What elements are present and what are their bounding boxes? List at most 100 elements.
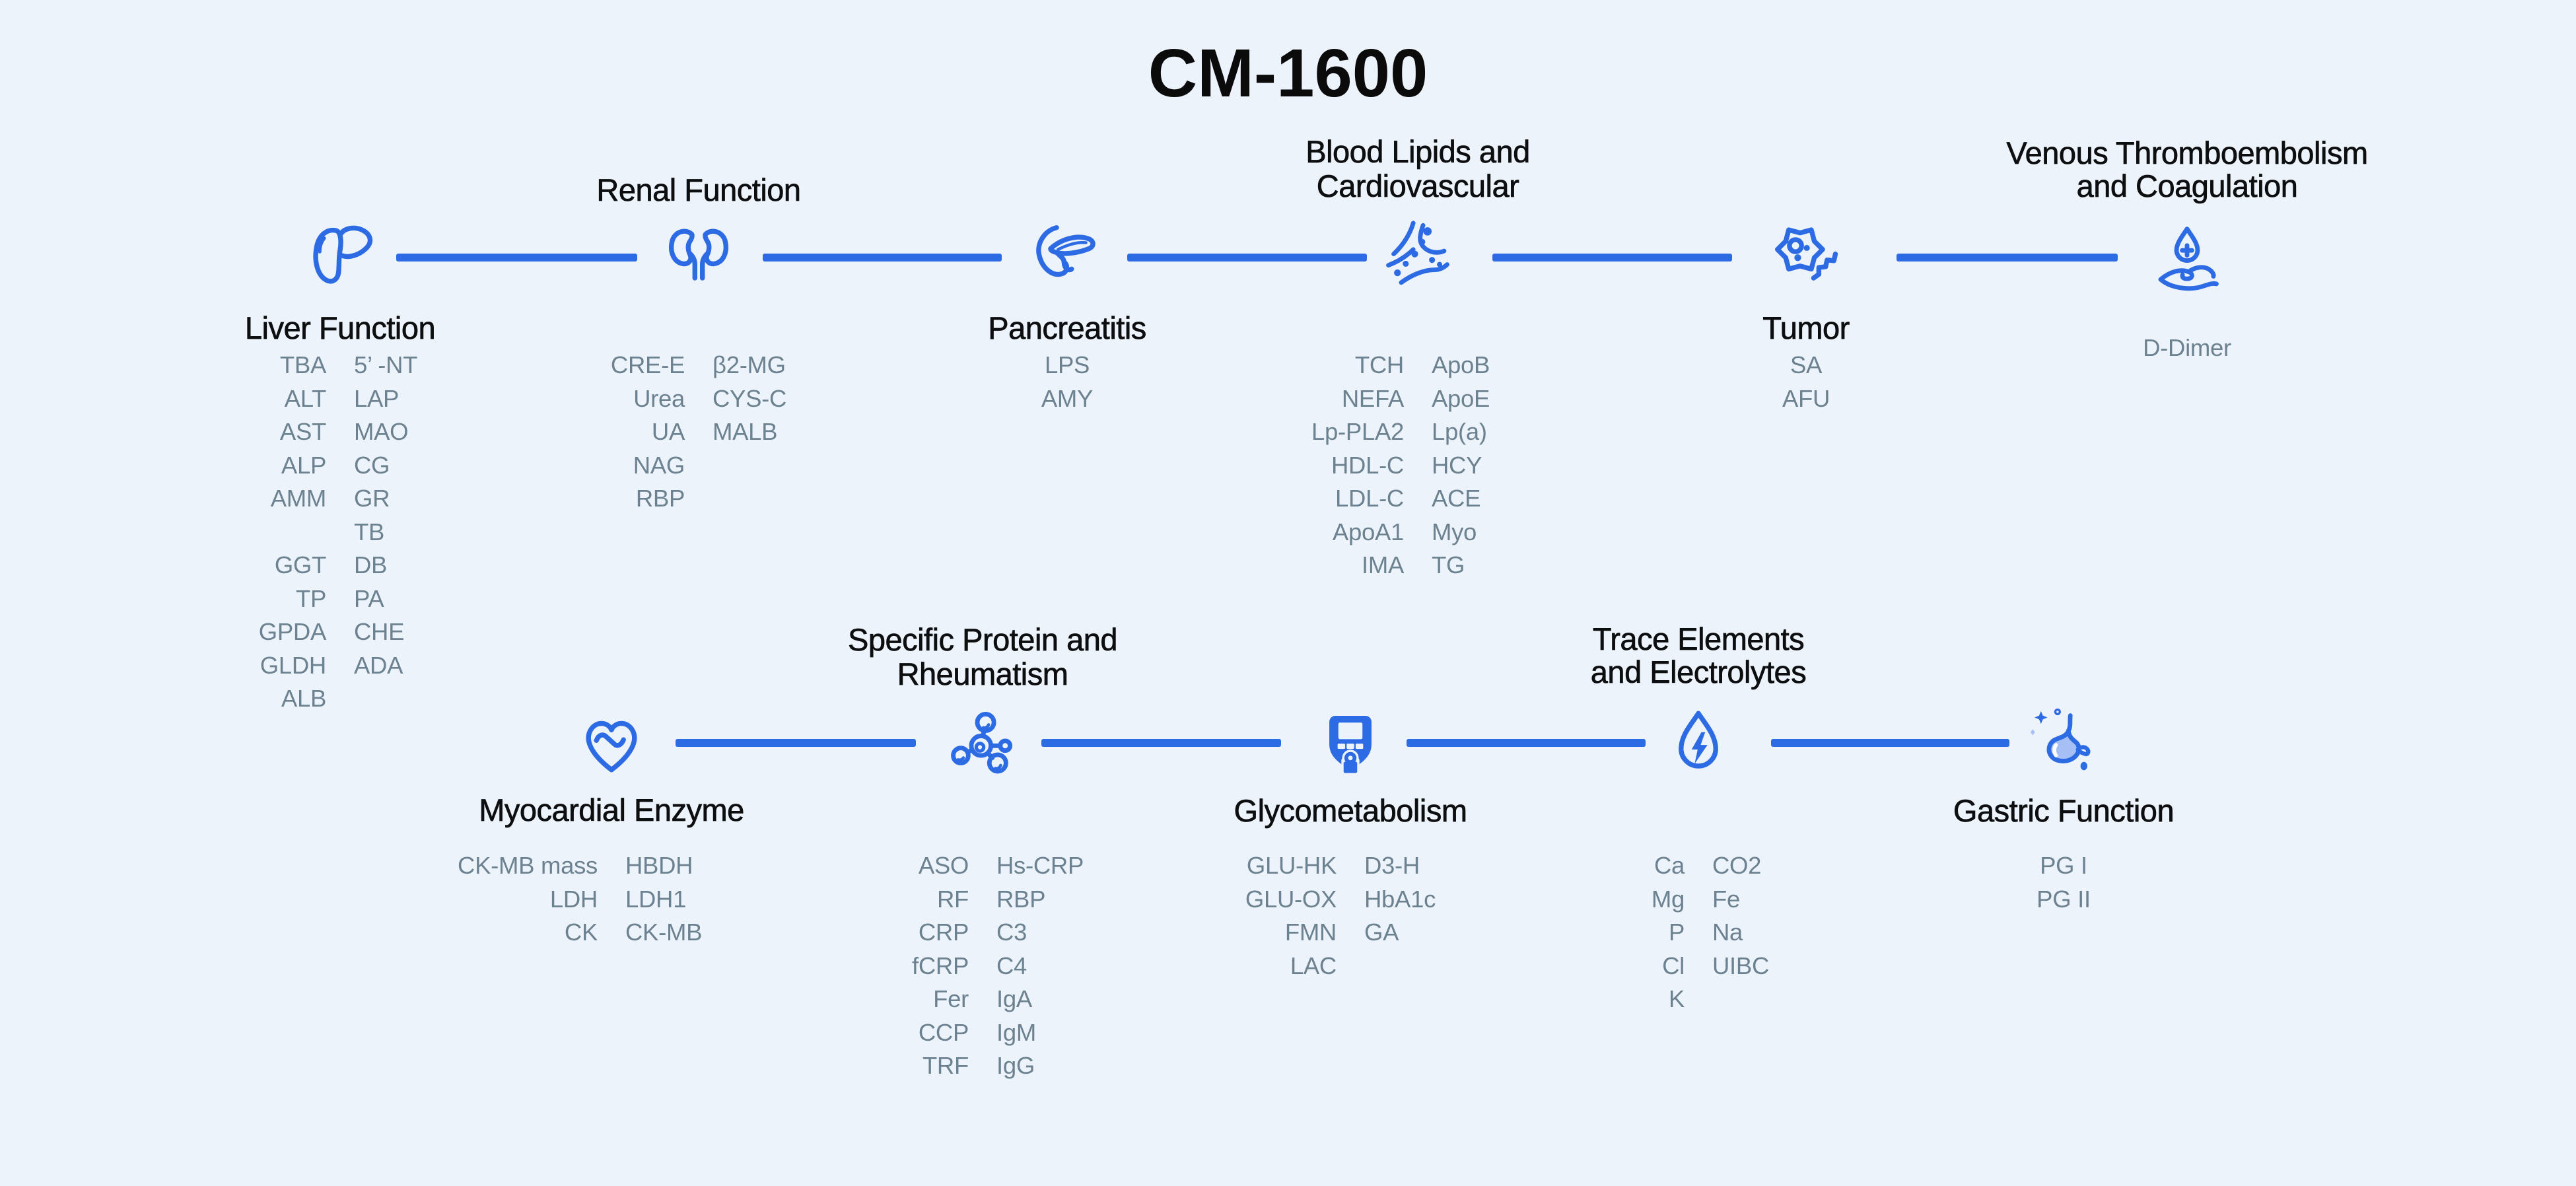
test-row: AST MAO <box>122 415 559 449</box>
heart-pulse-icon <box>571 703 652 785</box>
test-item: LDL-C <box>1335 485 1404 512</box>
test-item: HBDH <box>625 852 693 879</box>
test-item: CYS-C <box>713 384 787 412</box>
test-item: GLU-HK <box>1246 852 1337 879</box>
test-item: IgG <box>996 1052 1035 1079</box>
test-item: Fe <box>1712 885 1740 913</box>
test-item: Lp-PLA2 <box>1311 418 1404 445</box>
test-item: TG <box>1432 551 1465 578</box>
test-item: TB <box>354 518 385 545</box>
test-item: AST <box>279 418 326 445</box>
page-title: CM-1600 <box>1148 35 1428 111</box>
test-item: HbA1c <box>1364 885 1436 913</box>
test-item: GPDA <box>258 618 327 645</box>
test-row: CK-MB mass HBDH <box>393 849 830 883</box>
test-row: K <box>1480 983 1917 1016</box>
test-item: Mg <box>1651 885 1685 913</box>
test-item: LAC <box>1290 952 1337 979</box>
test-row: LPS <box>849 349 1285 382</box>
test-item: AMY <box>1041 384 1094 412</box>
test-row: CCP IgM <box>764 1016 1201 1049</box>
test-row: CK CK-MB <box>393 916 830 950</box>
test-item: TBA <box>279 351 326 378</box>
test-item: CK-MB mass <box>458 852 598 879</box>
connector-line <box>1897 254 2118 262</box>
test-row: PG II <box>1846 882 2281 916</box>
test-item: CRP <box>918 919 969 946</box>
test-item: CCP <box>918 1018 969 1046</box>
stomach-icon <box>2023 703 2105 785</box>
test-item: K <box>1668 985 1685 1012</box>
test-item: ADA <box>354 651 403 679</box>
test-item: NAG <box>633 451 685 479</box>
test-item: MAO <box>354 418 409 445</box>
test-item: AMM <box>270 485 327 512</box>
test-row: CRP C3 <box>764 916 1201 950</box>
test-item: Ca <box>1654 852 1685 879</box>
category-title-trace-elements-electrolytes: Trace Elements <box>1592 621 1805 656</box>
category-title-blood-lipids-cardiovascular: Blood Lipids and <box>1305 134 1531 169</box>
connector-line <box>763 254 1002 262</box>
test-item: ApoA1 <box>1332 518 1404 545</box>
connector-line <box>396 254 637 262</box>
test-item: HDL-C <box>1331 451 1404 479</box>
test-row: ApoA1 Myo <box>1199 515 1636 549</box>
test-item: CHE <box>354 618 405 645</box>
test-item: β2-MG <box>713 351 786 378</box>
test-item: MALB <box>713 418 778 445</box>
test-item: GR <box>354 485 390 512</box>
test-item: GGT <box>274 551 326 578</box>
test-item: LPS <box>1044 351 1090 378</box>
test-row: TB <box>122 515 559 549</box>
test-item: Lp(a) <box>1432 418 1487 445</box>
test-item: RBP <box>996 885 1046 913</box>
test-item: IgM <box>996 1018 1036 1046</box>
test-item: NEFA <box>1341 384 1404 412</box>
test-item: CK <box>564 919 598 946</box>
test-item: ACE <box>1432 485 1481 512</box>
liver-icon <box>299 215 381 297</box>
test-row: AMM GR <box>122 482 559 516</box>
test-item: fCRP <box>911 952 969 979</box>
test-row: SA <box>1588 349 2024 382</box>
test-row: fCRP C4 <box>764 949 1201 983</box>
test-item: CK-MB <box>625 919 703 946</box>
test-row: PG I <box>1846 849 2281 883</box>
category-title-pancreatitis: Pancreatitis <box>988 310 1147 345</box>
test-item: Fer <box>933 985 969 1012</box>
test-item: FMN <box>1284 919 1337 946</box>
test-item: LDH1 <box>625 885 687 913</box>
test-item: C4 <box>996 952 1027 979</box>
test-item: SA <box>1790 351 1823 378</box>
test-item: ALB <box>281 685 326 712</box>
test-item: CO2 <box>1712 852 1762 879</box>
test-item: DB <box>354 551 388 578</box>
test-item: Myo <box>1432 518 1477 545</box>
test-item: TCH <box>1354 351 1404 378</box>
test-row: TCH ApoB <box>1199 349 1636 382</box>
test-row: AMY <box>849 382 1285 415</box>
test-row: GPDA CHE <box>122 615 559 649</box>
test-item: C3 <box>996 919 1027 946</box>
test-item: ApoB <box>1432 351 1490 378</box>
test-item: GLU-OX <box>1245 885 1337 913</box>
test-item: PA <box>354 584 384 612</box>
test-row: Ca CO2 <box>1480 849 1917 883</box>
test-row: GLU-OX HbA1c <box>1132 882 1569 916</box>
test-item: ASO <box>918 852 969 879</box>
test-item: Cl <box>1662 952 1685 979</box>
